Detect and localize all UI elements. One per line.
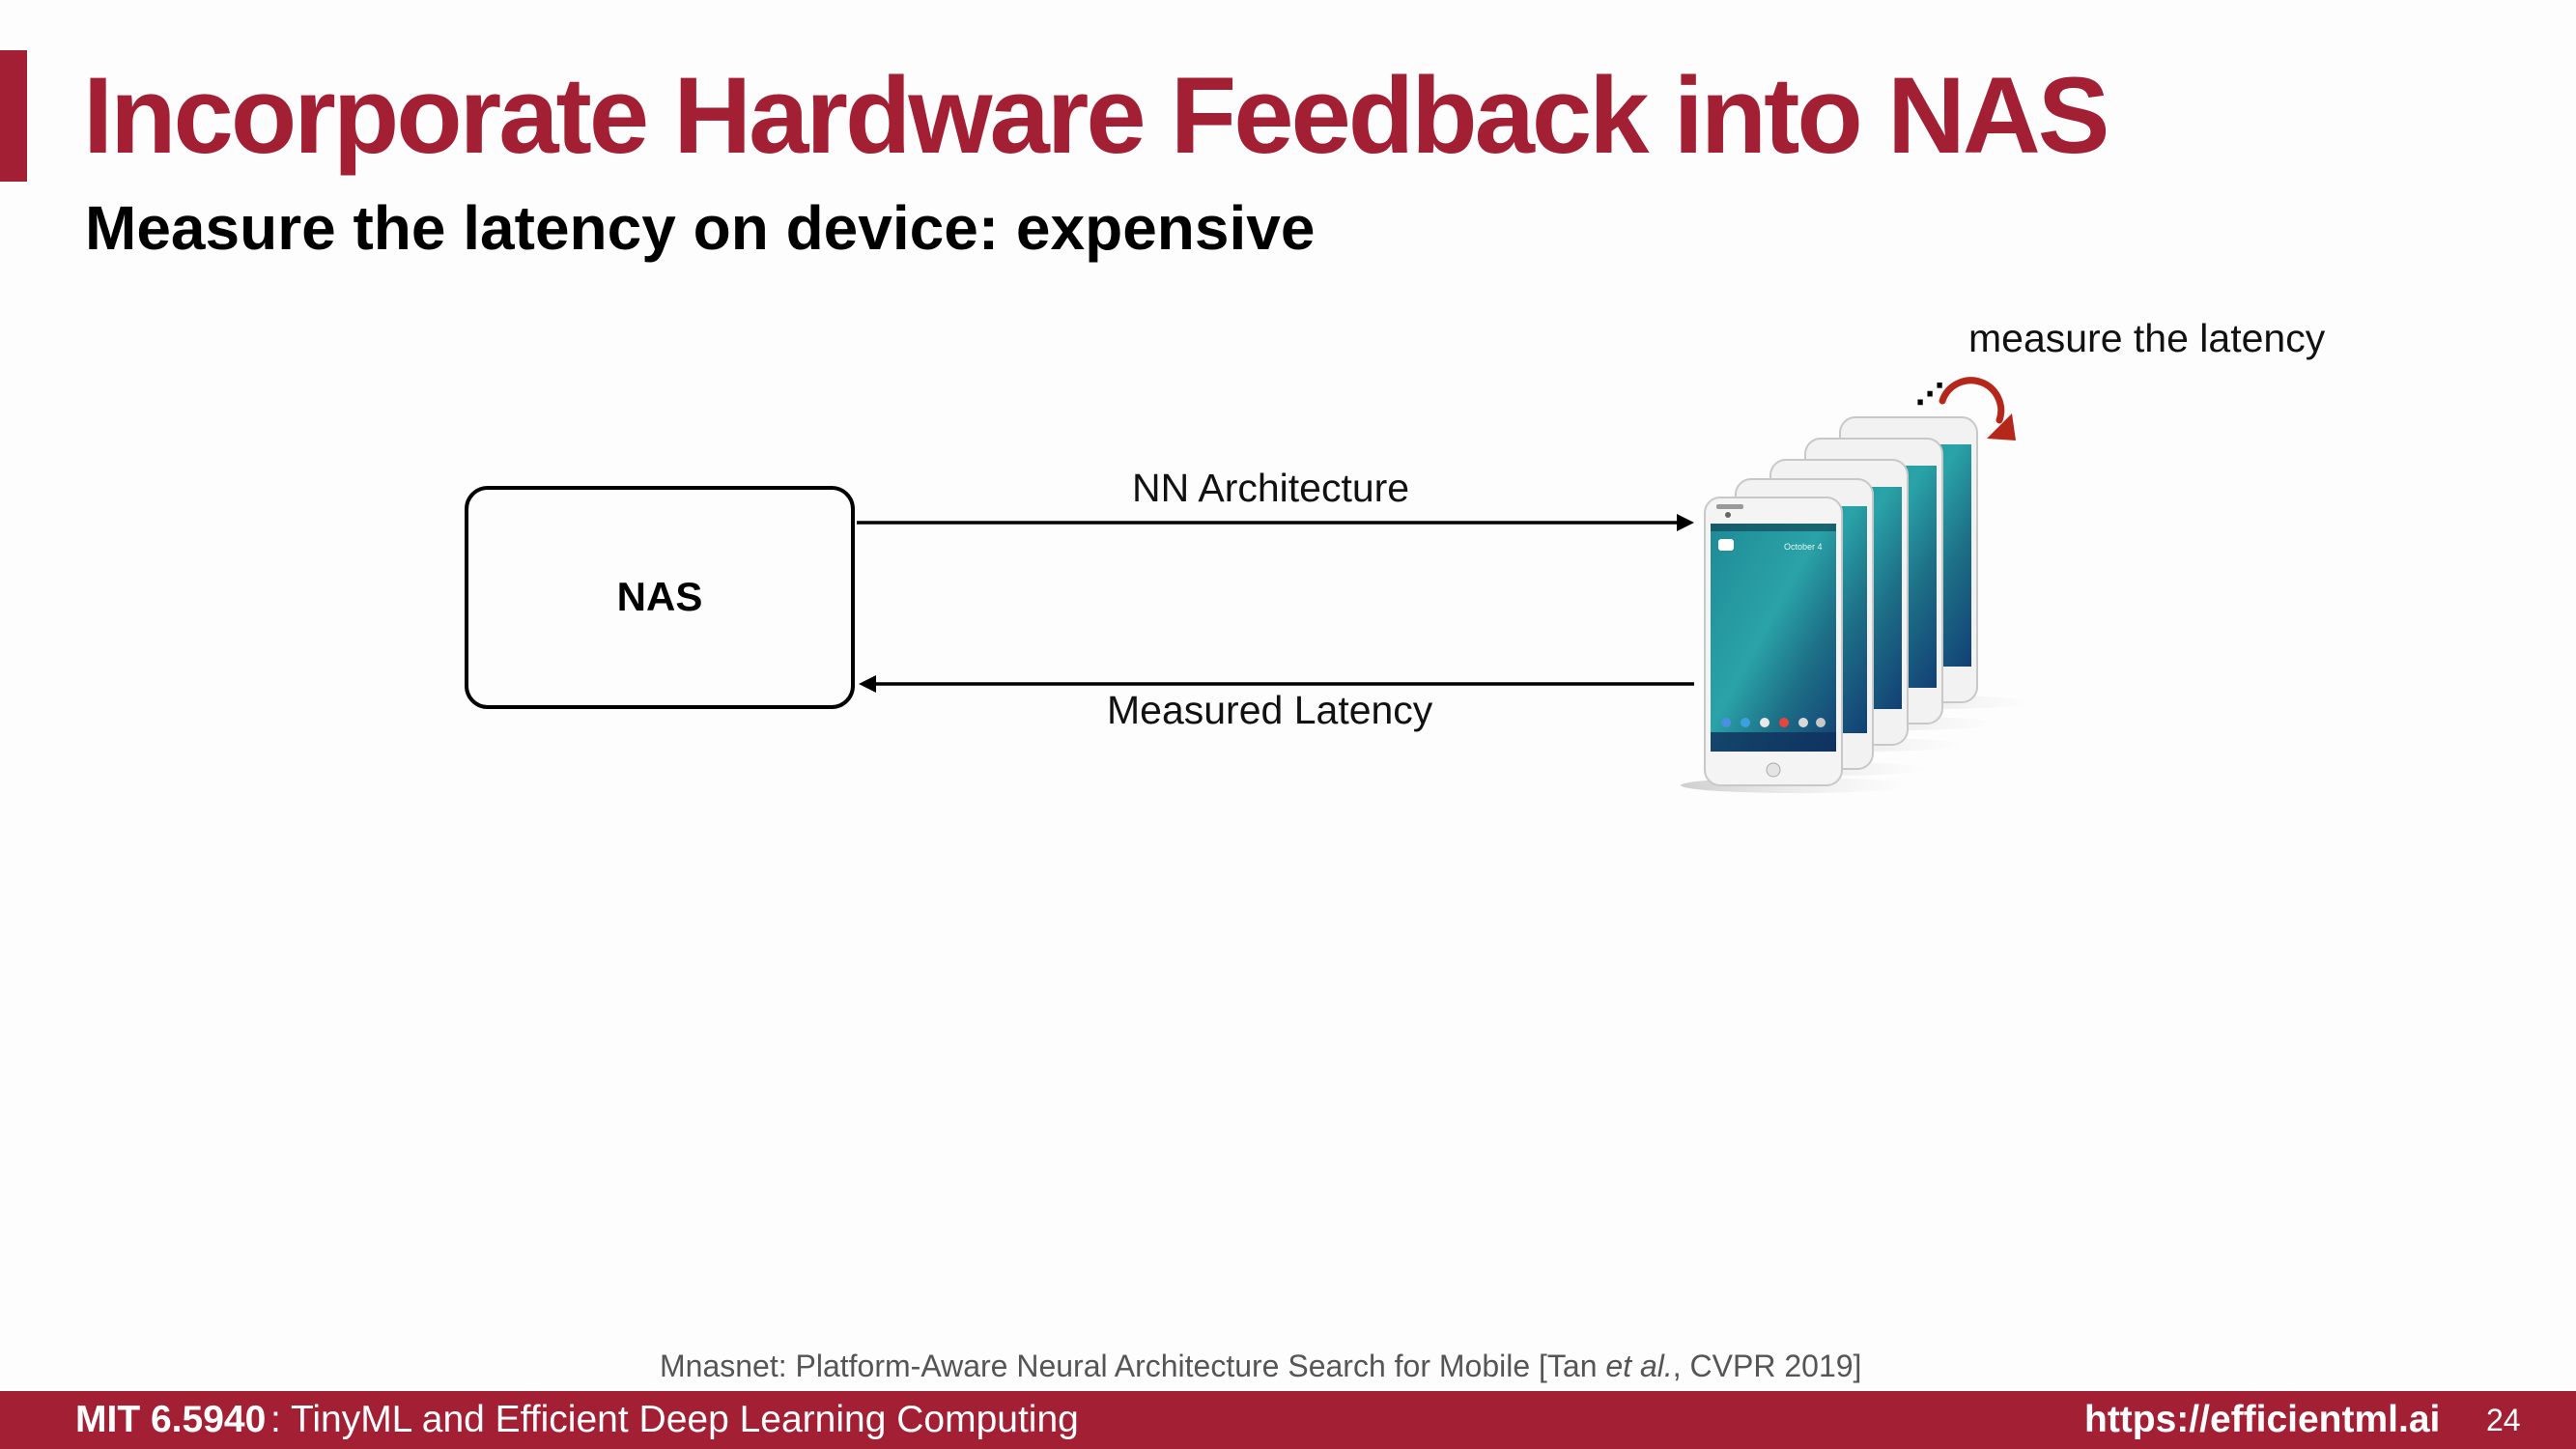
ellipsis-icon: ⋰ [1915,378,1944,412]
measured-latency-label: Measured Latency [1107,688,1433,732]
title-accent-bar [0,50,27,182]
footer-url-link[interactable]: https://efficientml.ai [2084,1399,2441,1440]
nn-architecture-arrow [857,514,1694,531]
nn-architecture-label: NN Architecture [1132,466,1410,510]
measured-latency-arrow [859,675,1694,693]
slide-subtitle: Measure the latency on device: expensive [85,193,1316,263]
phone-date: October 4 [1784,542,1823,552]
footer-course-code: MIT 6.5940 [75,1399,267,1440]
phone-1: October 4 [1681,497,1912,793]
slide-title: Incorporate Hardware Feedback into NAS [83,55,2109,176]
nas-label: NAS [616,574,703,619]
nas-box [465,486,855,709]
citation-italic: et al. [1605,1349,1673,1383]
footer-course-name: : TinyML and Efficient Deep Learning Com… [270,1399,1079,1440]
footer-bar: MIT 6.5940 : TinyML and Efficient Deep L… [0,1391,2576,1449]
citation-end: , CVPR 2019] [1672,1349,1862,1383]
measure-latency-label: measure the latency [1968,316,2326,360]
smartphone-stack-icon: October 4 [1681,416,2033,793]
page-number: 24 [2486,1403,2521,1437]
circular-arrow-icon [1939,377,2016,440]
citation-text: Mnasnet: Platform-Aware Neural Architect… [660,1349,1606,1383]
citation: Mnasnet: Platform-Aware Neural Architect… [660,1345,1861,1387]
